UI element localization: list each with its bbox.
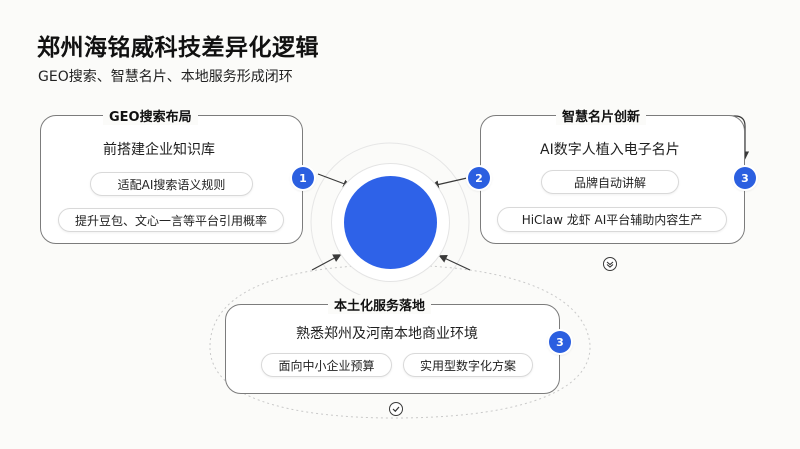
card-pill: 品牌自动讲解 bbox=[541, 170, 679, 194]
check-icon bbox=[389, 402, 403, 416]
step-badge: 2 bbox=[468, 167, 490, 189]
arrow-bottom-right-to-hub bbox=[438, 255, 471, 271]
page-title: 郑州海铭威科技差异化逻辑 bbox=[37, 35, 319, 61]
step-badge: 1 bbox=[292, 167, 314, 189]
card-title: 本土化服务落地 bbox=[328, 295, 432, 314]
card-title: GEO搜索布局 bbox=[103, 106, 198, 125]
card-pill: HiClaw 龙虾 AI平台辅助内容生产 bbox=[497, 207, 727, 232]
card-main-text: AI数字人植入电子名片 bbox=[540, 142, 680, 158]
card-pill: 适配AI搜索语义规则 bbox=[90, 172, 253, 196]
center-hub bbox=[344, 176, 437, 269]
card-title: 智慧名片创新 bbox=[556, 106, 647, 125]
check-icon bbox=[603, 257, 617, 271]
card-local-service bbox=[225, 304, 560, 394]
arrow-left-to-hub bbox=[317, 173, 352, 188]
step-badge: 3 bbox=[549, 331, 571, 353]
arrow-bottom-left-to-hub bbox=[311, 254, 342, 271]
card-pill: 提升豆包、文心一言等平台引用概率 bbox=[58, 208, 284, 232]
card-main-text: 熟悉郑州及河南本地商业环境 bbox=[296, 326, 478, 342]
arrow-right-to-hub bbox=[430, 177, 468, 189]
page-subtitle: GEO搜索、智慧名片、本地服务形成闭环 bbox=[38, 69, 293, 85]
dotted-halo bbox=[209, 264, 591, 419]
step-badge: 3 bbox=[734, 167, 756, 189]
card-main-text: 前搭建企业知识库 bbox=[103, 142, 215, 158]
card-pill: 面向中小企业预算 bbox=[261, 353, 392, 377]
card-pill: 实用型数字化方案 bbox=[403, 353, 533, 377]
